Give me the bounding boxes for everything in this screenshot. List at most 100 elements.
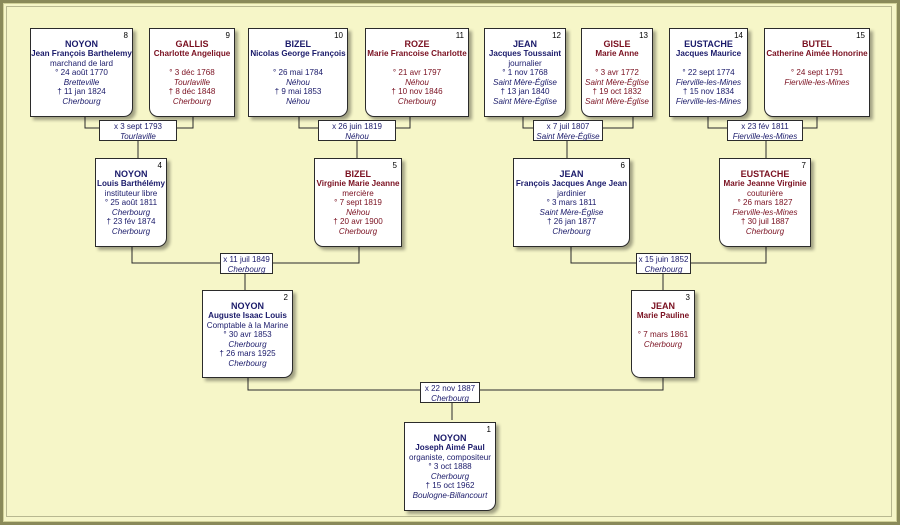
birth-place: Saint Mère-Église — [585, 77, 649, 87]
person-box-7[interactable]: 7 EUSTACHE Marie Jeanne Virginie couturi… — [719, 158, 811, 247]
occupation: instituteur libre — [104, 188, 158, 198]
person-box-1[interactable]: 1 NOYON Joseph Aimé Paul organiste, comp… — [404, 422, 496, 511]
person-box-5[interactable]: 5 BIZEL Virginie Marie Jeanne mercière °… — [314, 158, 402, 247]
birth-date: ° 1 nov 1768 — [502, 68, 548, 78]
birth-place: Fierville-les-Mines — [784, 77, 850, 87]
death-date: † 8 déc 1848 — [168, 87, 216, 97]
marriage-place: Cherbourg — [227, 264, 266, 274]
person-box-2[interactable]: 2 NOYON Auguste Isaac Louis Comptable à … — [202, 290, 293, 378]
surname: GALLIS — [175, 39, 209, 49]
birth-date: ° 24 sept 1791 — [790, 68, 844, 78]
birth-date: ° 30 avr 1853 — [223, 330, 272, 340]
sosa-number: 2 — [283, 293, 288, 302]
person-box-10[interactable]: 10 BIZEL Nicolas George François ° 26 ma… — [248, 28, 348, 117]
surname: ROZE — [404, 39, 430, 49]
person-box-15[interactable]: 15 BUTEL Catherine Aimée Honorine ° 24 s… — [764, 28, 870, 117]
surname: NOYON — [433, 433, 467, 443]
birth-place: Cherbourg — [430, 471, 470, 481]
person-box-9[interactable]: 9 GALLIS Charlotte Angelique ° 3 déc 176… — [149, 28, 235, 117]
death-place: Cherbourg — [172, 96, 212, 106]
birth-place: Cherbourg — [111, 207, 151, 217]
marriage-box-10-11[interactable]: x 26 juin 1819 Néhou — [318, 120, 396, 141]
occupation: mercière — [342, 188, 374, 198]
given-names: Jacques Toussaint — [488, 49, 562, 58]
person-box-11[interactable]: 11 ROZE Marie Francoise Charlotte ° 21 a… — [365, 28, 469, 117]
given-names: Charlotte Angelique — [153, 49, 231, 58]
given-names: Nicolas George François — [250, 49, 346, 58]
sosa-number: 10 — [334, 31, 343, 40]
death-place: Néhou — [286, 96, 310, 106]
surname: NOYON — [114, 169, 148, 179]
marriage-box-12-13[interactable]: x 7 juil 1807 Saint Mère-Église — [533, 120, 603, 141]
sosa-number: 5 — [392, 161, 397, 170]
surname: BIZEL — [345, 169, 371, 179]
death-date: † 26 mars 1925 — [219, 349, 276, 359]
surname: JEAN — [650, 301, 675, 311]
sosa-number: 4 — [157, 161, 162, 170]
surname: NOYON — [64, 39, 98, 49]
birth-date: ° 3 mars 1811 — [546, 198, 597, 208]
birth-date: ° 22 sept 1774 — [682, 68, 735, 78]
death-place: Cherbourg — [62, 96, 101, 106]
surname: NOYON — [230, 301, 264, 311]
death-date: † 23 fév 1874 — [106, 217, 156, 227]
marriage-place: Saint Mère-Église — [536, 131, 600, 141]
person-box-14[interactable]: 14 EUSTACHE Jacques Maurice ° 22 sept 17… — [669, 28, 748, 117]
surname: EUSTACHE — [740, 169, 790, 179]
marriage-place: Tourlaville — [120, 131, 156, 141]
death-date: † 11 jan 1824 — [57, 87, 106, 97]
death-place: Cherbourg — [228, 358, 267, 368]
given-names: Joseph Aimé Paul — [415, 443, 485, 452]
birth-place: Bretteville — [63, 77, 100, 87]
marriage-place: Cherbourg — [644, 264, 683, 274]
occupation: Comptable à la Marine — [206, 320, 289, 330]
person-box-3[interactable]: 3 JEAN Marie Pauline ° 7 mars 1861 Cherb… — [631, 290, 695, 378]
birth-date: ° 3 oct 1888 — [428, 462, 472, 472]
marriage-box-2-3[interactable]: x 22 nov 1887 Cherbourg — [420, 382, 480, 403]
death-date: † 13 jan 1840 — [500, 87, 550, 97]
sosa-number: 6 — [620, 161, 625, 170]
birth-date: ° 3 avr 1772 — [595, 68, 639, 78]
sosa-number: 3 — [685, 293, 690, 302]
given-names: Marie Francoise Charlotte — [367, 49, 467, 58]
death-date: † 26 jan 1877 — [546, 217, 597, 227]
birth-date: ° 3 déc 1768 — [169, 68, 215, 78]
occupation: jardinier — [557, 188, 586, 198]
person-box-13[interactable]: 13 GISLE Marie Anne ° 3 avr 1772 Saint M… — [581, 28, 653, 117]
birth-place: Néhou — [286, 77, 310, 87]
marriage-date: x 23 fév 1811 — [741, 122, 789, 131]
death-place: Saint Mère-Église — [585, 96, 649, 106]
marriage-box-6-7[interactable]: x 15 juin 1852 Cherbourg — [636, 253, 691, 274]
given-names: Marie Pauline — [636, 311, 690, 320]
birth-place: Cherbourg — [643, 339, 683, 349]
marriage-date: x 3 sept 1793 — [113, 122, 163, 131]
birth-place: Saint Mère-Église — [539, 207, 604, 217]
birth-place: Saint Mère-Église — [493, 77, 557, 87]
person-box-6[interactable]: 6 JEAN François Jacques Ange Jean jardin… — [513, 158, 630, 247]
marriage-date: x 15 juin 1852 — [638, 255, 689, 264]
death-place: Fierville-les-Mines — [675, 96, 742, 106]
occupation: organiste, compositeur — [409, 452, 491, 462]
sosa-number: 9 — [225, 31, 230, 40]
person-box-8[interactable]: 8 NOYON Jean François Barthelemy marchan… — [30, 28, 133, 117]
person-box-4[interactable]: 4 NOYON Louis Barthélémy instituteur lib… — [95, 158, 167, 247]
surname: BIZEL — [285, 39, 311, 49]
given-names: Catherine Aimée Honorine — [766, 49, 868, 58]
sosa-number: 12 — [552, 31, 561, 40]
death-date: † 19 oct 1832 — [592, 87, 642, 97]
spacer — [366, 59, 468, 69]
death-date: † 10 nov 1846 — [391, 87, 443, 97]
birth-place: Fierville-les-Mines — [675, 77, 742, 87]
given-names: Auguste Isaac Louis — [208, 311, 287, 320]
birth-place: Néhou — [346, 207, 370, 217]
marriage-box-8-9[interactable]: x 3 sept 1793 Tourlaville — [99, 120, 177, 141]
birth-date: ° 7 mars 1861 — [637, 330, 689, 340]
birth-place: Cherbourg — [228, 339, 267, 349]
sosa-number: 8 — [123, 31, 128, 40]
occupation: marchand de lard — [50, 58, 113, 68]
marriage-box-4-5[interactable]: x 11 juil 1849 Cherbourg — [220, 253, 273, 274]
marriage-box-14-15[interactable]: x 23 fév 1811 Fierville-les-Mines — [727, 120, 803, 141]
spacer — [150, 59, 234, 69]
person-box-12[interactable]: 12 JEAN Jacques Toussaint journalier ° 1… — [484, 28, 566, 117]
